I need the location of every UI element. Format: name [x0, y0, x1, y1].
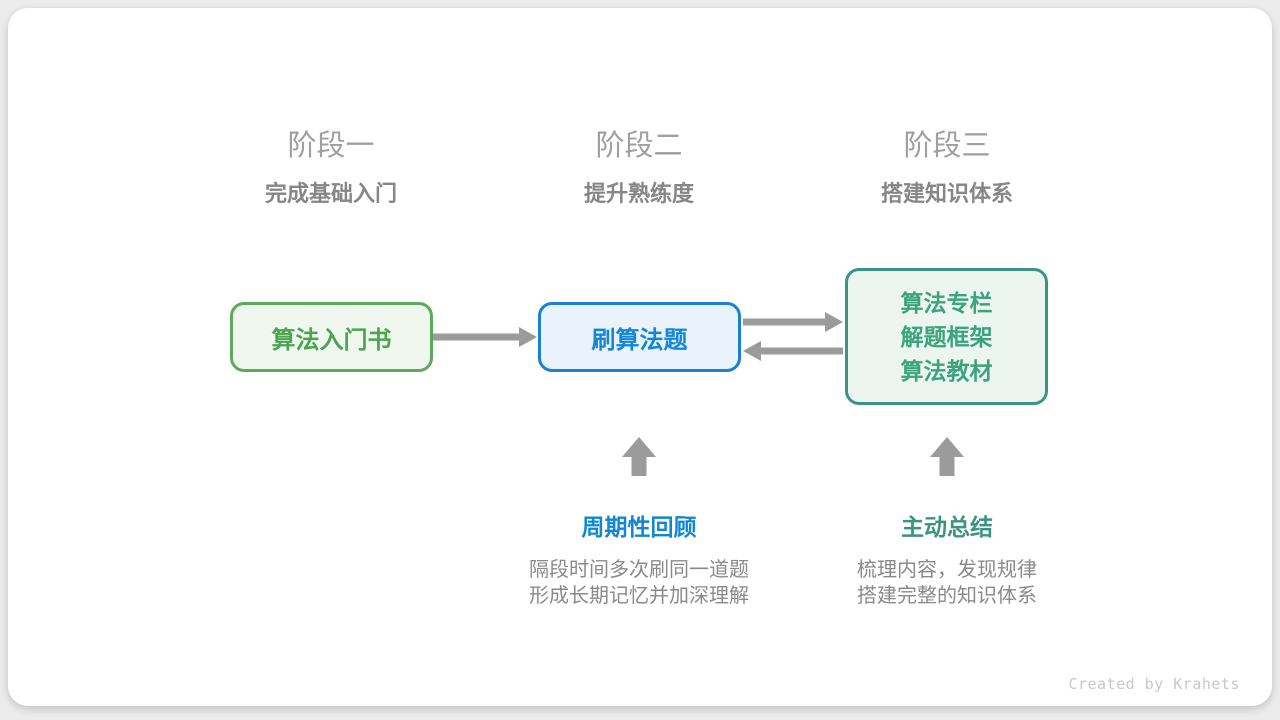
stage-3-subtitle: 搭建知识体系: [880, 181, 1013, 206]
stage-1-subtitle: 完成基础入门: [264, 181, 397, 206]
node-practice-label: 刷算法题: [591, 326, 688, 354]
stage-3-title: 阶段三: [903, 130, 991, 162]
node-practice: 刷算法题: [538, 302, 741, 372]
node-resources: 算法专栏 解题框架 算法教材: [845, 268, 1048, 405]
annotation-review-title: 周期性回顾: [581, 514, 697, 540]
annotation-summarize-desc-line-1: 梳理内容，发现规律: [857, 559, 1037, 581]
node-resources-line-2: 解题框架: [900, 323, 993, 350]
annotation-review-desc-line-1: 隔段时间多次刷同一道题: [529, 559, 749, 581]
node-resources-line-1: 算法专栏: [900, 289, 993, 316]
annotation-review-desc: 隔段时间多次刷同一道题 形成长期记忆并加深理解: [479, 557, 799, 609]
annotation-review-desc-line-2: 形成长期记忆并加深理解: [529, 585, 749, 607]
stage-2-title: 阶段二: [595, 130, 683, 162]
stage-2-subtitle: 提升熟练度: [583, 181, 694, 206]
annotation-summarize-desc-line-2: 搭建完整的知识体系: [857, 585, 1037, 607]
node-resources-line-3: 算法教材: [900, 357, 993, 384]
stage-1-title: 阶段一: [287, 130, 375, 162]
annotation-summarize-title: 主动总结: [901, 514, 993, 540]
node-intro-book-label: 算法入门书: [271, 326, 392, 354]
node-intro-book: 算法入门书: [230, 302, 433, 372]
annotation-summarize-desc: 梳理内容，发现规律 搭建完整的知识体系: [787, 557, 1107, 609]
credit-text: Created by Krahets: [1068, 675, 1240, 693]
